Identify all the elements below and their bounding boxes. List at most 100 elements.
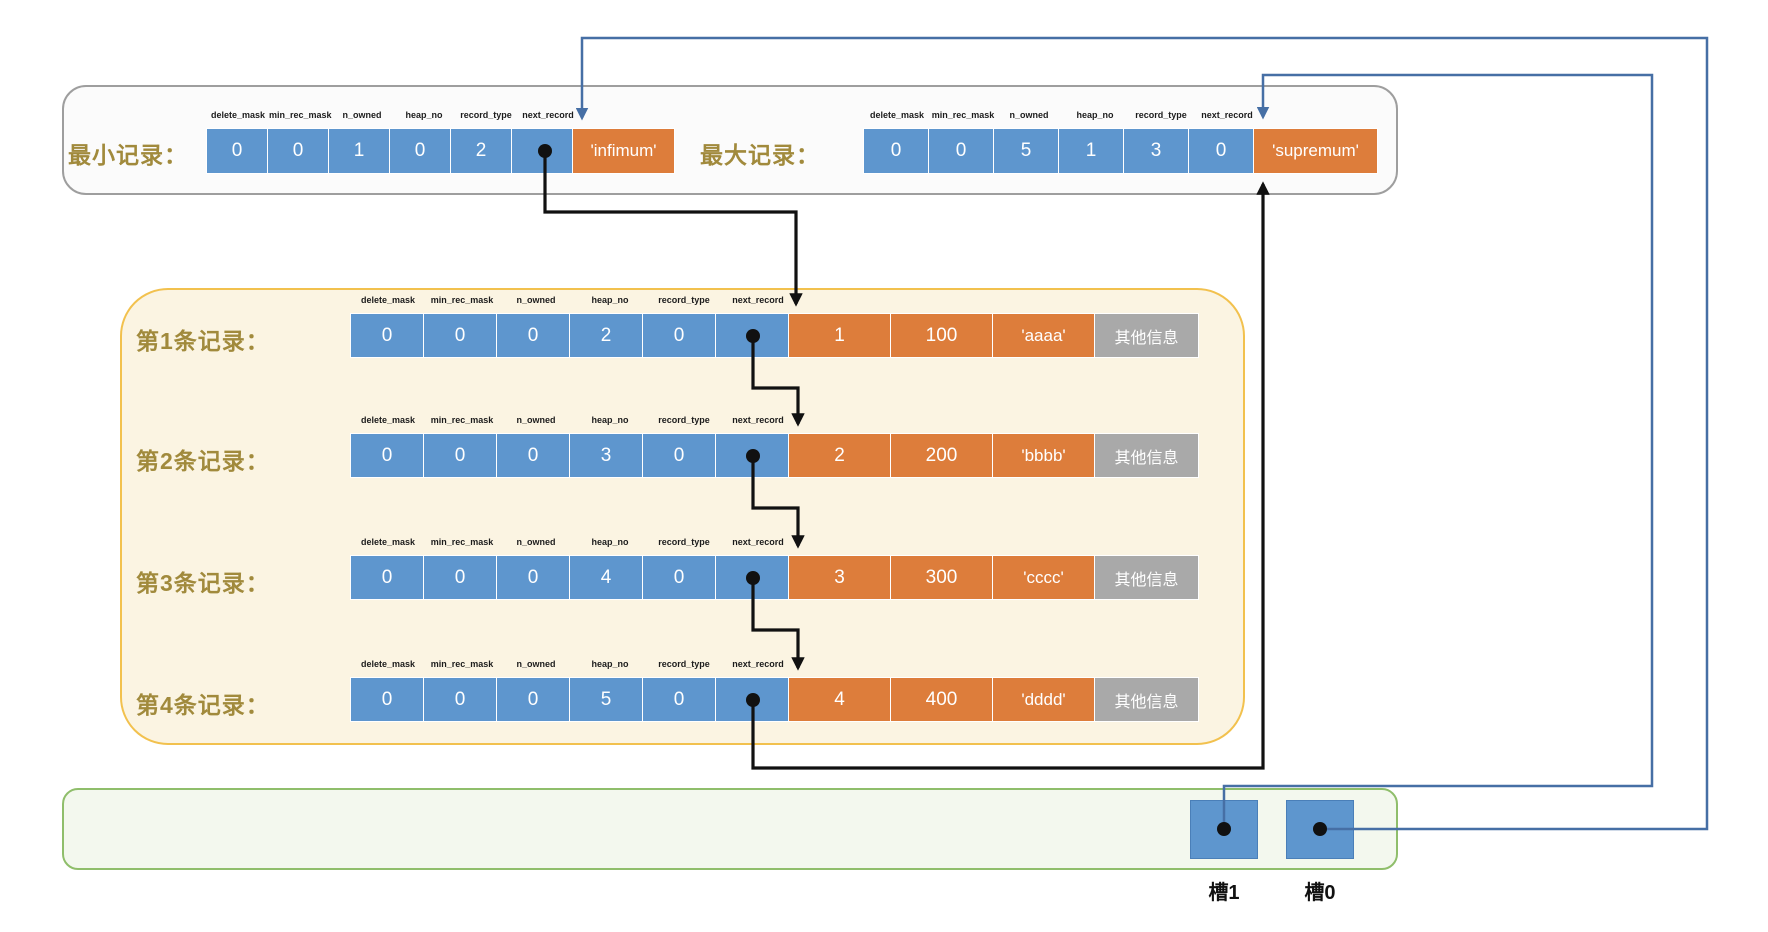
field-label: delete_mask [360, 537, 416, 547]
heap-no-cell: 1 [1058, 128, 1124, 174]
heap-no-cell: 3 [569, 433, 643, 478]
field-label: min_rec_mask [269, 110, 332, 120]
field-label: record_type [658, 295, 710, 305]
min-record-table: 0 0 1 0 2 'infimum' [206, 128, 675, 174]
n-owned-cell: 5 [993, 128, 1059, 174]
record-type-cell: 0 [642, 313, 716, 358]
heap-no-cell: 4 [569, 555, 643, 600]
next-record-cell [715, 555, 789, 600]
record-type-cell: 0 [642, 555, 716, 600]
field-label: heap_no [1076, 110, 1114, 120]
field-label: delete_mask [360, 295, 416, 305]
column-value-cell: 'aaaa' [992, 313, 1095, 358]
record-2-table: 0 0 0 3 0 2 200 'bbbb' 其他信息 [350, 433, 1199, 478]
record-data-cell: 'supremum' [1253, 128, 1378, 174]
max-record-label: 最大记录： [700, 142, 820, 168]
field-label: next_record [732, 415, 784, 425]
field-label: record_type [658, 537, 710, 547]
next-record-cell: 0 [1188, 128, 1254, 174]
field-label: n_owned [516, 537, 556, 547]
field-label: n_owned [516, 295, 556, 305]
field-label: delete_mask [869, 110, 925, 120]
n-owned-cell: 0 [496, 677, 570, 722]
n-owned-cell: 1 [328, 128, 390, 174]
extra-info-cell: 其他信息 [1094, 433, 1199, 478]
n-owned-cell: 0 [496, 433, 570, 478]
min-rec-mask-cell: 0 [267, 128, 329, 174]
slot-0-square [1286, 800, 1354, 859]
delete-mask-cell: 0 [350, 313, 424, 358]
next-record-cell [715, 433, 789, 478]
field-label: heap_no [405, 110, 443, 120]
record-4-table: 0 0 0 5 0 4 400 'dddd' 其他信息 [350, 677, 1199, 722]
field-label: min_rec_mask [931, 110, 995, 120]
field-label: heap_no [591, 659, 629, 669]
heap-no-cell: 2 [569, 313, 643, 358]
column-value-cell: 100 [890, 313, 993, 358]
column-value-cell: 'bbbb' [992, 433, 1095, 478]
slot-1-square [1190, 800, 1258, 859]
record-2-label: 第2条记录： [136, 448, 270, 474]
column-value-cell: 'cccc' [992, 555, 1095, 600]
min-record-label: 最小记录： [68, 142, 188, 168]
record-3-table: 0 0 0 4 0 3 300 'cccc' 其他信息 [350, 555, 1199, 600]
slot-1-label: 槽1 [1208, 882, 1240, 904]
record-4-label: 第4条记录： [136, 692, 270, 718]
next-record-cell [511, 128, 573, 174]
field-label: min_rec_mask [430, 415, 494, 425]
delete-mask-cell: 0 [863, 128, 929, 174]
max-record-field-labels: delete_mask min_rec_mask n_owned heap_no… [864, 110, 1260, 120]
field-label: record_type [658, 415, 710, 425]
extra-info-cell: 其他信息 [1094, 555, 1199, 600]
primary-key-cell: 3 [788, 555, 891, 600]
field-label: n_owned [516, 659, 556, 669]
field-label: next_record [1201, 110, 1253, 120]
record-1-label: 第1条记录： [136, 328, 270, 354]
column-value-cell: 300 [890, 555, 993, 600]
column-value-cell: 'dddd' [992, 677, 1095, 722]
field-label: delete_mask [360, 659, 416, 669]
record-1-field-labels: delete_mask min_rec_mask n_owned heap_no… [351, 295, 795, 305]
field-label: min_rec_mask [430, 659, 494, 669]
field-label: next_record [732, 659, 784, 669]
min-rec-mask-cell: 0 [423, 677, 497, 722]
field-label: record_type [658, 659, 710, 669]
min-rec-mask-cell: 0 [423, 433, 497, 478]
next-record-cell [715, 313, 789, 358]
min-rec-mask-cell: 0 [928, 128, 994, 174]
field-label: next_record [522, 110, 574, 120]
record-data-cell: 'infimum' [572, 128, 675, 174]
primary-key-cell: 1 [788, 313, 891, 358]
record-type-cell: 3 [1123, 128, 1189, 174]
primary-key-cell: 2 [788, 433, 891, 478]
max-record-table: 0 0 5 1 3 0 'supremum' [863, 128, 1378, 174]
delete-mask-cell: 0 [350, 433, 424, 478]
field-label: n_owned [516, 415, 556, 425]
field-label: next_record [732, 295, 784, 305]
record-3-label: 第3条记录： [136, 570, 270, 596]
n-owned-cell: 0 [496, 555, 570, 600]
field-label: n_owned [342, 110, 382, 120]
column-value-cell: 200 [890, 433, 993, 478]
delete-mask-cell: 0 [206, 128, 268, 174]
field-label: next_record [732, 537, 784, 547]
field-label: min_rec_mask [430, 537, 494, 547]
delete-mask-cell: 0 [350, 555, 424, 600]
field-label: record_type [1135, 110, 1187, 120]
field-label: heap_no [591, 295, 629, 305]
heap-no-cell: 0 [389, 128, 451, 174]
min-record-field-labels: delete_mask min_rec_mask n_owned heap_no… [207, 110, 579, 120]
record-type-cell: 2 [450, 128, 512, 174]
record-3-field-labels: delete_mask min_rec_mask n_owned heap_no… [351, 537, 795, 547]
record-type-cell: 0 [642, 677, 716, 722]
record-2-field-labels: delete_mask min_rec_mask n_owned heap_no… [351, 415, 795, 425]
min-rec-mask-cell: 0 [423, 555, 497, 600]
record-type-cell: 0 [642, 433, 716, 478]
record-4-field-labels: delete_mask min_rec_mask n_owned heap_no… [351, 659, 795, 669]
field-label: heap_no [591, 415, 629, 425]
field-label: record_type [460, 110, 512, 120]
field-label: n_owned [1009, 110, 1049, 120]
extra-info-cell: 其他信息 [1094, 313, 1199, 358]
record-1-table: 0 0 0 2 0 1 100 'aaaa' 其他信息 [350, 313, 1199, 358]
field-label: heap_no [591, 537, 629, 547]
